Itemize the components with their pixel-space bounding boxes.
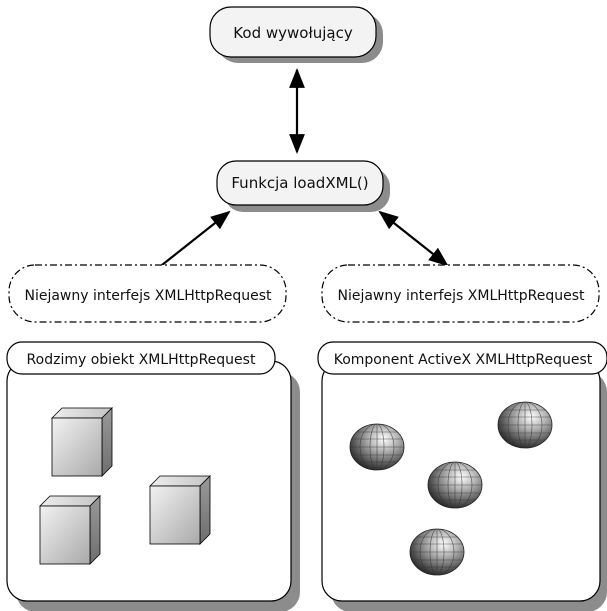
caller-label: Kod wywołujący — [233, 24, 353, 42]
caller-node: Kod wywołujący — [209, 6, 383, 63]
loadxml-node: Funkcja loadXML() — [216, 160, 390, 212]
sphere-icon — [497, 401, 553, 449]
arrow-loadxml-right-interface — [378, 210, 449, 267]
left-interface-node: Niejawny interfejs XMLHttpRequest — [8, 264, 287, 323]
loadxml-label: Funkcja loadXML() — [231, 174, 368, 192]
cube-icon — [149, 475, 211, 545]
right-interface-label: Niejawny interfejs XMLHttpRequest — [337, 288, 585, 304]
activex-component-label: Komponent ActiveX XMLHttpRequest — [334, 352, 593, 368]
native-object-panel: Rodzimy obiekt XMLHttpRequest — [6, 341, 300, 611]
sphere-icon — [349, 423, 405, 471]
native-object-label: Rodzimy obiekt XMLHttpRequest — [27, 352, 256, 368]
sphere-icon — [427, 461, 483, 509]
sphere-icon — [409, 528, 465, 576]
cube-icon — [51, 407, 113, 477]
right-interface-node: Niejawny interfejs XMLHttpRequest — [321, 264, 600, 323]
cube-icon — [39, 495, 101, 565]
arrow-loadxml-left-interface — [161, 210, 231, 266]
left-interface-label: Niejawny interfejs XMLHttpRequest — [24, 288, 272, 304]
